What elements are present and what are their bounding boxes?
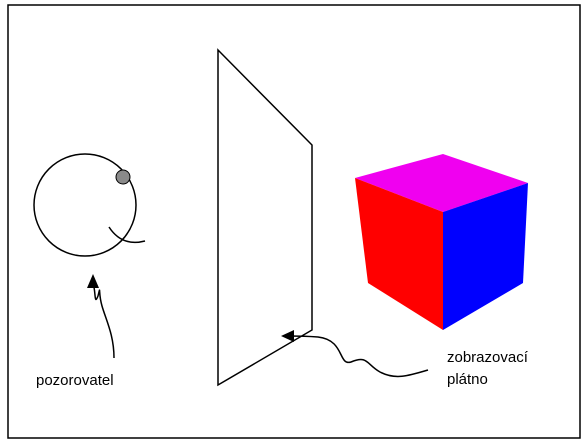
observer-label: pozorovatel [36,372,114,389]
screen-label-line1: zobrazovací [447,349,529,366]
head-circle [33,153,137,257]
cube-left-face [355,178,443,330]
observer-face-icon [33,153,146,257]
screen-pointer-arrow [281,330,429,378]
observer-pointer-arrow [87,274,115,359]
screen-label-line2: plátno [447,371,488,388]
projection-screen [217,48,313,387]
cube-icon [355,154,528,330]
eye-icon [115,169,131,185]
mouth-line [108,226,146,244]
cube-right-face [443,183,528,330]
cube-top-face [355,154,528,212]
